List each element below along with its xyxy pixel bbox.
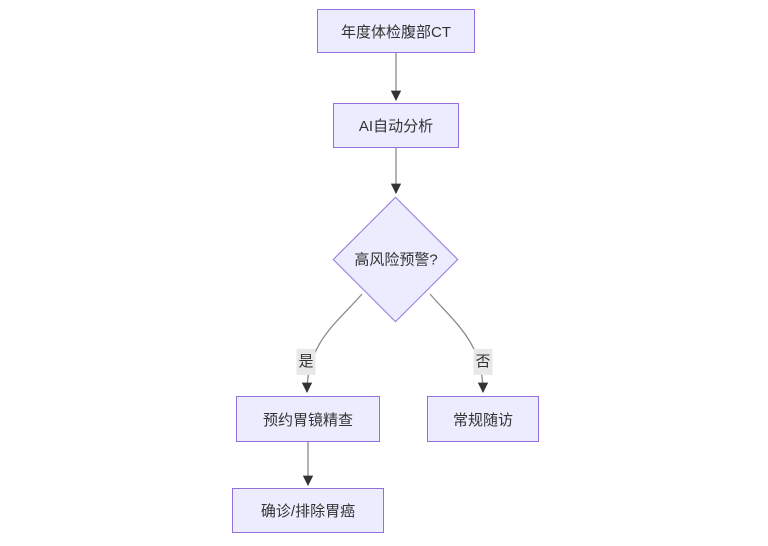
node-routine-followup-label: 常规随访 bbox=[452, 411, 513, 429]
node-diagnosis: 确诊/排除胃癌 bbox=[232, 488, 384, 533]
node-gastroscopy-label: 预约胃镜精查 bbox=[262, 411, 353, 429]
edge-risk-no-to-followup bbox=[429, 293, 489, 394]
node-ai-analysis-label: AI自动分析 bbox=[358, 118, 434, 135]
node-routine-followup: 常规随访 bbox=[427, 396, 539, 442]
edge-label-yes: 是 bbox=[296, 348, 316, 376]
node-diagnosis-label: 确诊/排除胃癌 bbox=[260, 503, 356, 520]
node-risk-alert-label: 高风险预警? bbox=[354, 251, 438, 269]
node-ai-analysis: AI自动分析 bbox=[333, 103, 459, 148]
node-gastroscopy: 预约胃镜精查 bbox=[236, 396, 380, 442]
edge-risk-yes-to-gastroscopy bbox=[301, 293, 363, 394]
node-annual-ct-label: 年度体检腹部CT bbox=[341, 23, 451, 41]
node-annual-ct: 年度体检腹部CT bbox=[317, 9, 475, 53]
edge-label-no: 否 bbox=[473, 348, 493, 376]
